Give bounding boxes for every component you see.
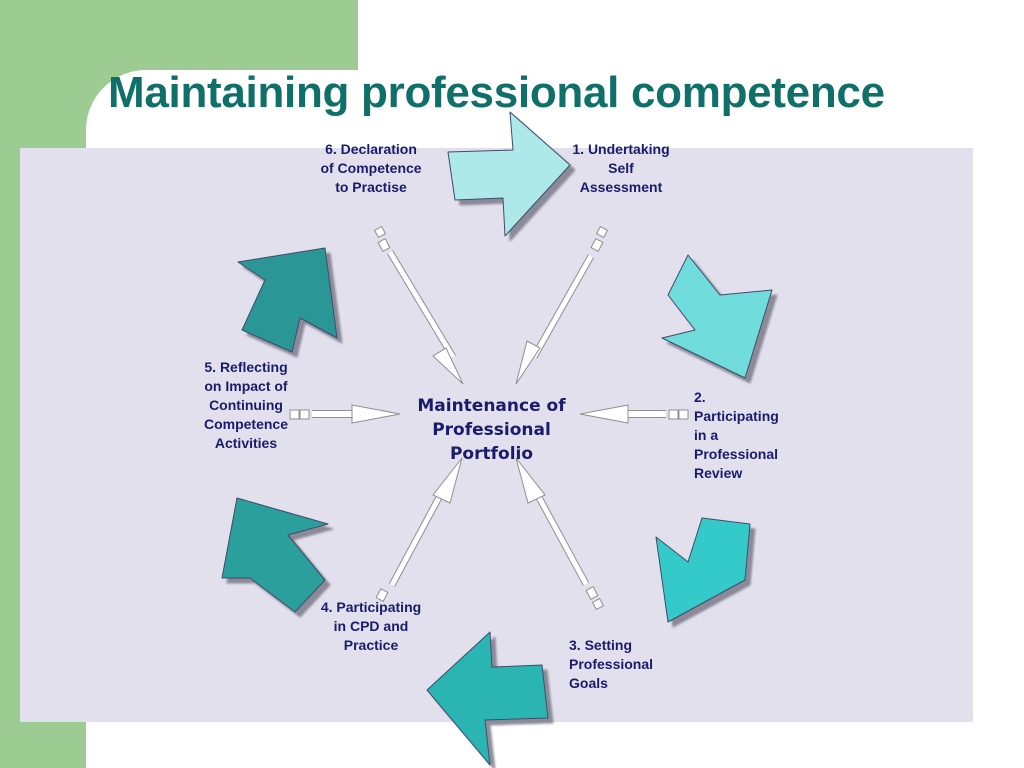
- connector-arrow-4: [375, 457, 463, 602]
- cycle-arrow-6: [237, 247, 338, 353]
- center-label: Maintenance of Professional Portfolio: [417, 396, 566, 464]
- cycle-arrow-4: [426, 631, 549, 766]
- slide-title: Maintaining professional competence: [108, 68, 885, 117]
- connector-arrow-5: [289, 404, 401, 424]
- step-6-label: 6. Declaration of Competence to Practise: [320, 141, 422, 195]
- cycle-arrow-2: [661, 254, 773, 379]
- diagram-panel: [20, 148, 973, 722]
- cycle-arrow-1: [447, 111, 571, 237]
- cycle-arrow-5: [221, 497, 329, 613]
- step-5-label: 5. Reflecting on Impact of Continuing Co…: [203, 359, 289, 451]
- step-1-label: 1. Undertaking Self Assessment: [572, 141, 670, 195]
- connector-arrow-3: [515, 457, 605, 611]
- step-2-label: 2. Participating in a Professional Revie…: [694, 389, 779, 481]
- connector-arrow-1: [515, 225, 609, 385]
- connector-arrow-2: [579, 404, 689, 424]
- step-3-label: 3. Setting Professional Goals: [569, 637, 654, 691]
- cycle-arrow-3: [655, 517, 751, 623]
- step-4-label: 4. Participating in CPD and Practice: [320, 599, 422, 653]
- connector-arrow-6: [373, 225, 464, 385]
